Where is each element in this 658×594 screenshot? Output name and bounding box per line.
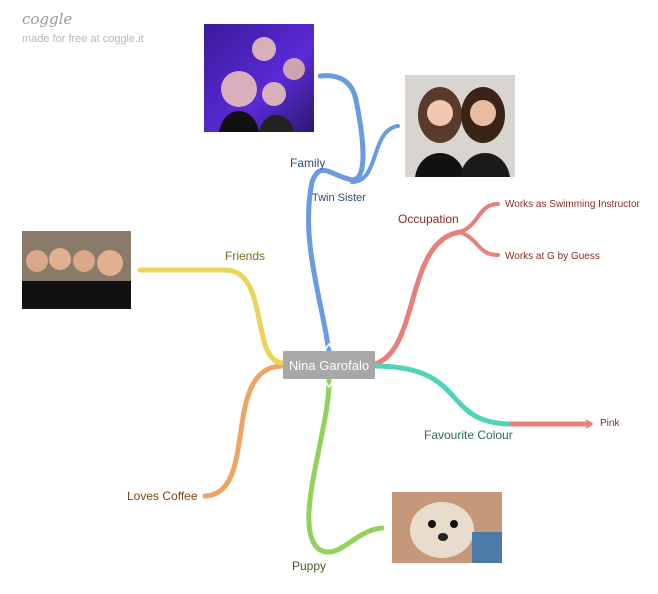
center-node-label: Nina Garofalo bbox=[288, 357, 370, 373]
photo-family[interactable] bbox=[204, 24, 314, 132]
arrow-puppy bbox=[324, 380, 334, 389]
label-twin-sister[interactable]: Twin Sister bbox=[312, 192, 366, 204]
label-family[interactable]: Family bbox=[290, 156, 326, 170]
branch-twin-sister[interactable] bbox=[350, 124, 400, 184]
coggle-logo[interactable]: coggle bbox=[22, 10, 73, 28]
label-guess[interactable]: Works at G by Guess bbox=[505, 251, 600, 262]
friends-photo-image bbox=[22, 231, 131, 309]
branch-family[interactable] bbox=[305, 73, 366, 355]
branch-favourite-colour[interactable] bbox=[372, 363, 515, 427]
photo-friends[interactable] bbox=[22, 231, 131, 309]
label-favourite-colour[interactable]: Favourite Colour bbox=[424, 428, 513, 442]
branch-swimming[interactable] bbox=[458, 202, 500, 234]
puppy-photo-image bbox=[392, 492, 502, 563]
coggle-tagline: made for free at coggle.it bbox=[22, 33, 144, 45]
center-node[interactable]: Nina Garofalo bbox=[283, 351, 375, 379]
label-swimming-instructor[interactable]: Works as Swimming Instructor bbox=[505, 199, 640, 210]
branch-loves-coffee[interactable] bbox=[202, 363, 286, 499]
label-puppy[interactable]: Puppy bbox=[292, 559, 327, 573]
twin-sister-photo-image bbox=[415, 87, 510, 177]
branch-guess[interactable] bbox=[458, 230, 500, 257]
arrow-pink bbox=[585, 419, 594, 429]
arrow-family bbox=[324, 342, 334, 351]
label-loves-coffee[interactable]: Loves Coffee bbox=[127, 489, 198, 503]
label-pink[interactable]: Pink bbox=[600, 418, 620, 429]
family-photo-image bbox=[219, 37, 305, 132]
coggle-branding[interactable]: coggle made for free at coggle.it bbox=[22, 10, 144, 45]
photo-puppy[interactable] bbox=[392, 492, 502, 563]
branch-puppy[interactable] bbox=[306, 377, 385, 555]
label-occupation[interactable]: Occupation bbox=[398, 212, 459, 226]
photo-twin-sister[interactable] bbox=[405, 75, 515, 177]
label-friends[interactable]: Friends bbox=[225, 249, 266, 263]
branch-friends[interactable] bbox=[137, 267, 286, 366]
branch-occupation[interactable] bbox=[372, 229, 463, 367]
